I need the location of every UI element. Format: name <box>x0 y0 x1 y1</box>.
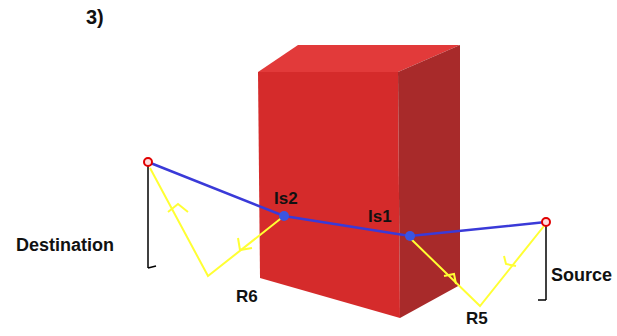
endpoint-label: Source <box>551 266 612 286</box>
ray-arrow <box>504 256 516 266</box>
point-label: Is2 <box>274 190 298 209</box>
endpoint-label: Destination <box>16 236 114 256</box>
source-pole <box>545 226 547 300</box>
direct-path <box>148 162 546 236</box>
figure-number: 3) <box>86 6 104 28</box>
source-dot <box>542 218 550 226</box>
point-label: Is1 <box>368 208 392 227</box>
ray-label: R5 <box>466 310 488 329</box>
ray-label: R6 <box>236 288 258 307</box>
box-front <box>258 72 400 318</box>
destination-dot <box>144 158 152 166</box>
ray-arrow <box>238 238 252 250</box>
source-foot <box>538 299 546 301</box>
destination-foot <box>148 266 156 268</box>
ray-arrow <box>444 274 456 284</box>
intersection-dot <box>405 231 415 241</box>
ray-arrow <box>168 204 188 212</box>
reflection-ray <box>150 168 284 276</box>
intersection-dot <box>279 211 289 221</box>
reflection-ray <box>410 226 544 306</box>
destination-pole <box>147 166 149 268</box>
